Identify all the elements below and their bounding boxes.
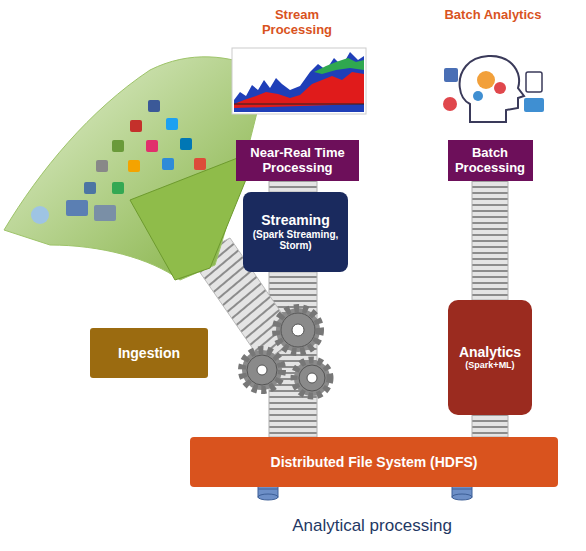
- node-title: Batch Processing: [454, 146, 527, 176]
- ai-head-icon: [443, 56, 544, 122]
- node-subtitle: (Spark+ML): [465, 360, 514, 370]
- node-title: Analytics: [459, 344, 521, 360]
- spring-connector: [472, 415, 508, 437]
- node-title: Near-Real Time Processing: [242, 146, 353, 176]
- storage-band: Distributed File System (HDFS): [190, 437, 558, 487]
- stream-chart: [232, 48, 366, 114]
- process-box: Near-Real Time Processing: [236, 140, 359, 181]
- node-title: Ingestion: [118, 345, 180, 361]
- app-icons: [31, 100, 206, 224]
- node-title: Streaming: [261, 212, 329, 228]
- column-heading: Batch Analytics: [443, 8, 543, 23]
- process-box: Batch Processing: [448, 140, 533, 181]
- process-box: Ingestion: [90, 328, 208, 378]
- caption: Analytical processing: [222, 516, 522, 536]
- funnel: [4, 57, 262, 280]
- spring-connector: [472, 181, 508, 300]
- node-subtitle: (Spark Streaming, Storm): [249, 229, 342, 252]
- process-box: Analytics(Spark+ML): [448, 300, 532, 415]
- gears: [242, 308, 330, 396]
- spring-connector: [269, 181, 317, 192]
- column-heading: Stream Processing: [247, 8, 347, 38]
- process-box: Streaming(Spark Streaming, Storm): [243, 192, 348, 272]
- node-title: Distributed File System (HDFS): [271, 454, 478, 470]
